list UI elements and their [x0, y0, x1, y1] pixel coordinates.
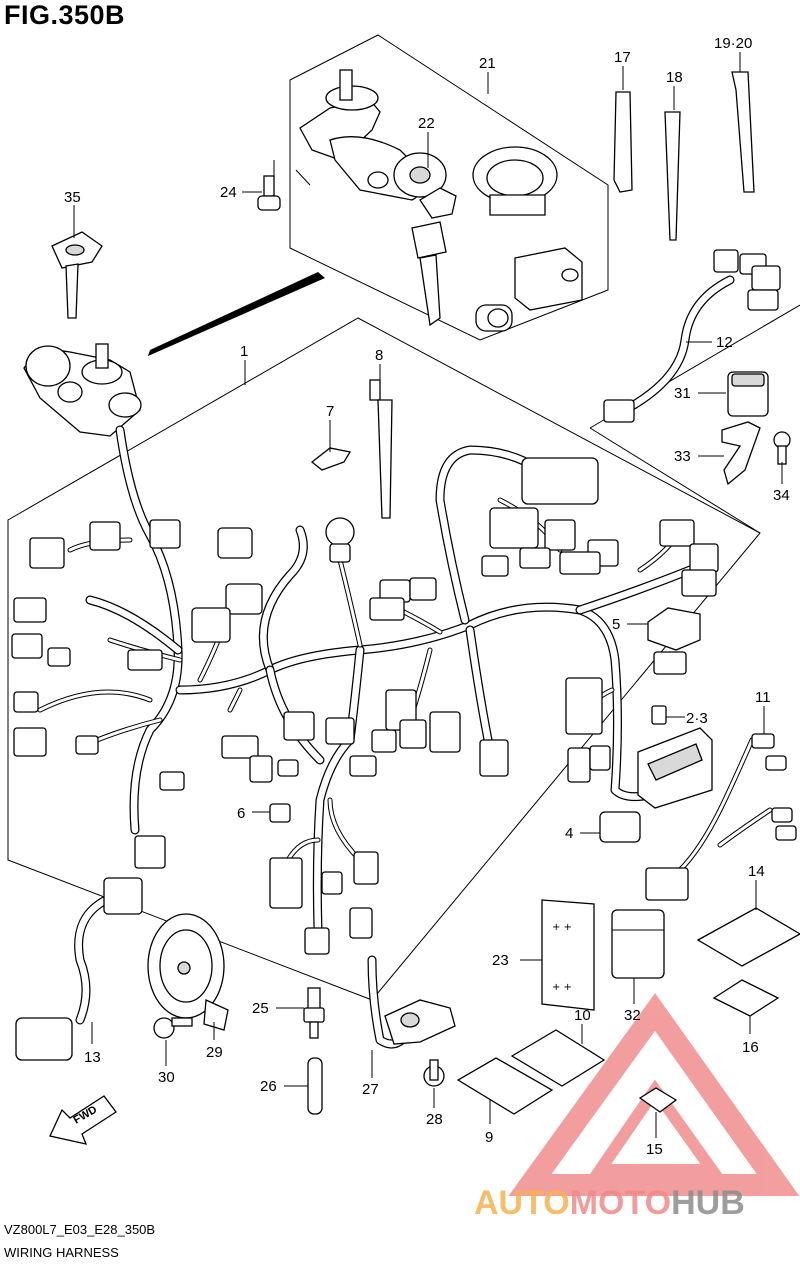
- clamp-8: [369, 379, 393, 519]
- sub-harness-12: [603, 249, 781, 423]
- callout-6: 6: [237, 805, 245, 822]
- pad-16: [712, 979, 780, 1017]
- horn-29: [147, 913, 229, 1031]
- ignition-switch: [299, 69, 447, 201]
- main-harness-frame: [7, 317, 761, 1001]
- callouts: 1 2·3 4 5 6 7 8 9 10 11 12 13 14 15 16 1…: [64, 35, 790, 1158]
- callout-32: 32: [624, 1007, 641, 1024]
- callout-34: 34: [773, 487, 790, 504]
- callout-26: 26: [260, 1078, 277, 1095]
- callout-4: 4: [565, 825, 573, 842]
- watermark-word-left: AUTO: [474, 1184, 570, 1222]
- fwd-arrow: FWD: [49, 1095, 117, 1145]
- key-35: [51, 231, 103, 319]
- callout-10: 10: [574, 1007, 591, 1024]
- svg-text:+ +: + +: [552, 982, 572, 993]
- bolt-30: [153, 1017, 193, 1039]
- harness-connectors: [11, 457, 719, 955]
- sensor-27: [367, 955, 456, 1049]
- figure-title: FIG.350B: [4, 0, 126, 30]
- bracket-33: [721, 421, 761, 486]
- callout-22: 22: [418, 115, 435, 132]
- callout-15: 15: [646, 1141, 663, 1158]
- callout-12: 12: [716, 334, 733, 351]
- callout-1: 1: [240, 343, 248, 360]
- callout-18: 18: [666, 69, 683, 86]
- callout-14: 14: [748, 863, 765, 880]
- pad-10: [510, 1029, 606, 1087]
- callout-31: 31: [674, 385, 691, 402]
- fuse-2-3: [651, 705, 667, 725]
- watermark-text: AUTOMOTOHUB: [474, 1184, 745, 1222]
- ignition-set-frame: [289, 34, 609, 341]
- figure-name: WIRING HARNESS: [4, 1245, 119, 1260]
- plate-23: + + + +: [541, 899, 595, 1011]
- pad-14: [696, 907, 800, 967]
- callout-17: 17: [614, 49, 631, 66]
- main-harness-wires: [85, 425, 695, 935]
- lock-cylinder: [475, 304, 513, 332]
- sub-harness-11: [645, 733, 797, 901]
- bolt-28: [423, 1059, 445, 1087]
- callout-11: 11: [755, 689, 771, 706]
- clamp-17: [613, 91, 633, 193]
- seat-lock: [514, 247, 583, 311]
- fuel-cap-lock: [472, 146, 558, 216]
- leader-wedge: [148, 272, 325, 356]
- part-26: [307, 1057, 323, 1115]
- callout-16: 16: [742, 1039, 759, 1056]
- screw-24: [257, 160, 311, 211]
- watermark: [508, 993, 800, 1196]
- svg-text:AUTOMOTOHUB: AUTOMOTOHUB: [474, 1184, 745, 1222]
- callout-7: 7: [326, 403, 334, 420]
- pad-9: [456, 1057, 554, 1115]
- callout-9: 9: [485, 1129, 493, 1146]
- tie-18: [664, 111, 681, 241]
- callout-30: 30: [158, 1069, 175, 1086]
- model-code: VZ800L7_E03_E28_350B: [4, 1222, 156, 1237]
- callout-29: 29: [206, 1044, 223, 1061]
- part-4: [599, 811, 641, 843]
- watermark-word-right: HUB: [671, 1184, 745, 1222]
- part-6: [269, 803, 291, 823]
- callout-2-3: 2·3: [686, 710, 708, 727]
- relay-31: [727, 371, 769, 417]
- watermark-word-mid: MOTO: [570, 1184, 671, 1222]
- tie-19-20: [731, 71, 755, 193]
- callout-23: 23: [492, 952, 509, 969]
- callout-8: 8: [375, 347, 383, 364]
- clip-7: [310, 447, 352, 471]
- switch-25: [303, 987, 325, 1039]
- part-15: [638, 1087, 678, 1113]
- leader-lines: [73, 52, 783, 1138]
- callout-35: 35: [64, 189, 81, 206]
- callout-27: 27: [362, 1081, 379, 1098]
- callout-28: 28: [426, 1111, 443, 1128]
- boot-5: [647, 607, 701, 651]
- main-ignition-switch: [23, 343, 142, 437]
- screw-34: [773, 431, 791, 465]
- callout-13: 13: [84, 1049, 101, 1066]
- callout-24: 24: [220, 184, 237, 201]
- sub-harness-13: [15, 877, 143, 1061]
- callout-21: 21: [479, 55, 496, 72]
- fuse-box: [637, 727, 713, 809]
- callout-5: 5: [612, 616, 620, 633]
- callout-33: 33: [674, 448, 691, 465]
- svg-text:+ +: + +: [552, 922, 572, 933]
- callout-25: 25: [252, 1000, 269, 1017]
- callout-19-20: 19·20: [714, 35, 752, 52]
- relay-32: [611, 909, 665, 979]
- key-22: [411, 187, 457, 327]
